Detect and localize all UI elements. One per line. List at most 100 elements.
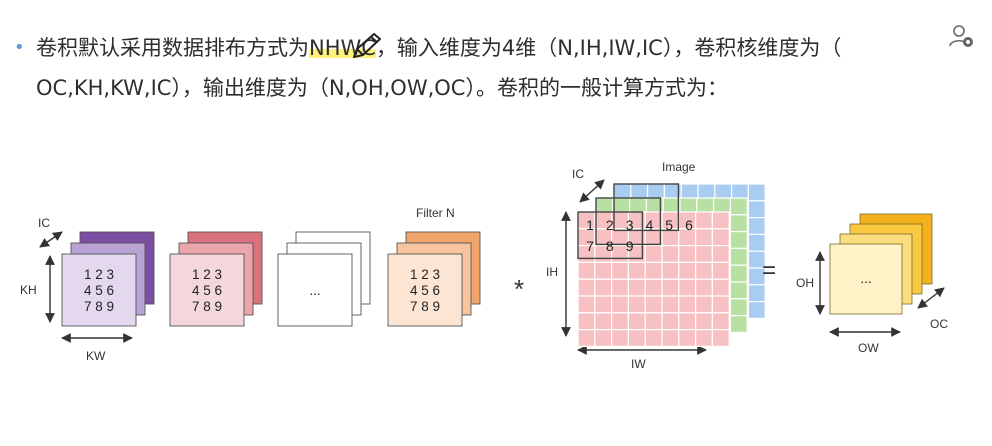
image-cell <box>729 247 748 266</box>
image-cell <box>644 312 663 331</box>
image-cell <box>747 183 766 202</box>
filter-2-row-1: 1 2 3 <box>192 267 222 282</box>
image-cell <box>694 261 713 280</box>
user-settings-icon[interactable] <box>948 22 976 50</box>
image-cell <box>729 231 748 250</box>
bullet-icon: • <box>14 37 25 58</box>
image-cell <box>661 261 680 280</box>
image-label: Image <box>662 160 696 174</box>
image-cell <box>694 245 713 264</box>
filter-2-row-3: 7 8 9 <box>192 299 222 314</box>
image-cell <box>729 281 748 300</box>
image-ic-arrow <box>579 179 605 203</box>
image-cell <box>610 295 629 314</box>
image-cell <box>729 298 748 317</box>
ic-label: IC <box>38 216 50 230</box>
multiply-sign: * <box>514 274 524 304</box>
image-cell <box>711 312 730 331</box>
image-cell <box>627 329 646 348</box>
window-outline-front <box>577 211 644 260</box>
output-layer-1 <box>829 243 903 315</box>
image-cell <box>678 278 697 297</box>
image-cell <box>678 295 697 314</box>
oh-label: OH <box>796 276 814 290</box>
line1-text-pre: 卷积默认采用数据排布方式为 <box>36 36 309 60</box>
image-cell <box>577 261 596 280</box>
image-cell <box>711 228 730 247</box>
image-value: 1 <box>586 217 594 233</box>
image-cell <box>694 228 713 247</box>
image-cell <box>577 295 596 314</box>
image-cell <box>661 312 680 331</box>
image-cell <box>747 284 766 303</box>
image-cell <box>644 278 663 297</box>
image-cell <box>627 278 646 297</box>
filter-1-row-1: 1 2 3 <box>84 267 114 282</box>
image-ic-label: IC <box>572 167 584 181</box>
image-cell <box>711 211 730 230</box>
image-cell <box>747 217 766 236</box>
image-cell <box>729 264 748 283</box>
image-cell <box>729 197 748 216</box>
image-cell <box>694 278 713 297</box>
image-cell <box>694 211 713 230</box>
highlight-nhwc: NHWC <box>309 36 376 60</box>
filter-n-label: Filter N <box>416 206 455 220</box>
image-cell <box>678 245 697 264</box>
image-cell <box>577 278 596 297</box>
image-cell <box>661 329 680 348</box>
image-cell <box>594 261 613 280</box>
image-cell <box>661 245 680 264</box>
kh-label: KH <box>20 283 37 297</box>
filter-2-row-2: 4 5 6 <box>192 283 222 298</box>
filter-ellipsis-row-1: ... <box>309 283 320 298</box>
line1-text-post: ，输入维度为4维（N,IH,IW,IC），卷积核维度为（ <box>375 36 842 60</box>
image-cell <box>729 315 748 334</box>
filter-ellipsis-layer-1 <box>277 253 353 327</box>
image-cell <box>627 295 646 314</box>
image-cell <box>678 261 697 280</box>
filter-n-row-2: 4 5 6 <box>410 283 440 298</box>
image-value: 7 <box>586 238 594 254</box>
equals-sign: = <box>762 257 776 284</box>
image-cell <box>610 261 629 280</box>
image-cell <box>577 329 596 348</box>
image-cell <box>644 245 663 264</box>
image-cell <box>711 261 730 280</box>
filter-2: 1 2 34 5 67 8 9 <box>169 231 263 327</box>
image-cell <box>729 214 748 233</box>
output-group: ... <box>829 213 933 315</box>
ow-label: OW <box>858 341 879 355</box>
image-cell <box>594 312 613 331</box>
kw-label: KW <box>86 349 106 363</box>
image-cell <box>678 329 697 348</box>
image-cell <box>594 278 613 297</box>
iw-label: IW <box>631 357 646 371</box>
image-cell <box>694 312 713 331</box>
image-cell <box>694 295 713 314</box>
image-value: 5 <box>665 217 673 233</box>
image-cell <box>747 200 766 219</box>
paragraph-line-1: • 卷积默认采用数据排布方式为NHWC ，输入维度为4维（N,IH,IW,IC）… <box>14 28 914 68</box>
window-outline-mid <box>595 197 662 246</box>
ih-label: IH <box>546 265 558 279</box>
filter-n-row-3: 7 8 9 <box>410 299 440 314</box>
image-cell <box>711 295 730 314</box>
image-cell <box>694 329 713 348</box>
description-paragraph: • 卷积默认采用数据排布方式为NHWC ，输入维度为4维（N,IH,IW,IC）… <box>14 28 914 108</box>
image-cell <box>711 329 730 348</box>
image-value: 9 <box>626 238 634 254</box>
oc-label: OC <box>930 317 948 331</box>
filter-n-layer-1 <box>387 253 463 327</box>
image-cell <box>711 245 730 264</box>
image-cell <box>610 312 629 331</box>
image-value: 3 <box>626 217 634 233</box>
image-cell <box>661 278 680 297</box>
image-cell <box>594 329 613 348</box>
image-value: 6 <box>685 217 693 233</box>
image-channel-3 <box>577 211 730 348</box>
image-cell <box>747 233 766 252</box>
image-cell <box>711 278 730 297</box>
filter-1: 1 2 34 5 67 8 9 <box>61 231 155 327</box>
